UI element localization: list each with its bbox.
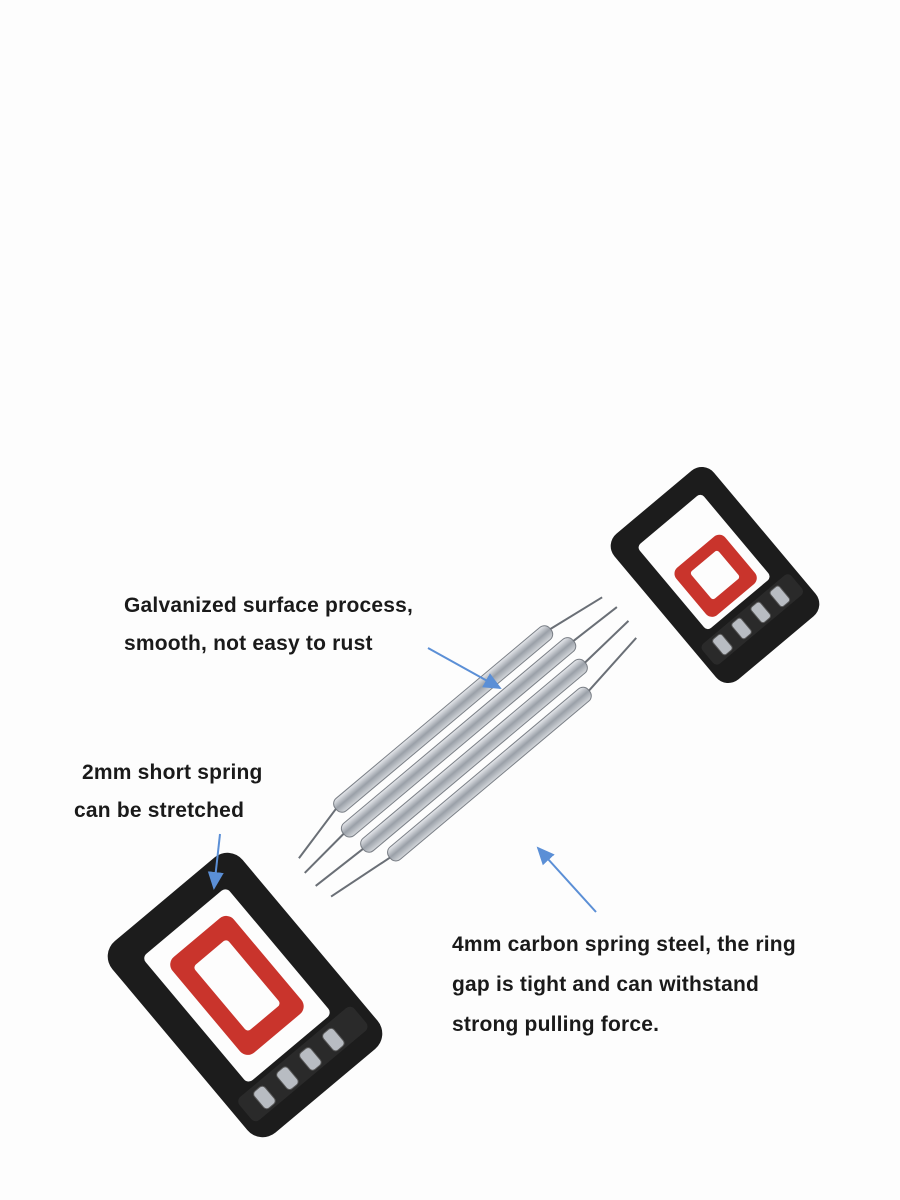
arrow-carbon-steel: [536, 846, 597, 913]
springs: [298, 596, 637, 898]
annotation-line: 2mm short spring: [82, 761, 263, 784]
annotation-galvanized: Galvanized surface process, smooth, not …: [124, 587, 413, 663]
annotation-short-spring: 2mm short spring can be stretched: [74, 754, 263, 830]
arrow-short-spring: [207, 833, 224, 890]
annotation-line: gap is tight and can withstand: [452, 973, 760, 996]
annotation-line: 4mm carbon spring steel, the ring: [452, 933, 796, 956]
annotation-line: smooth, not easy to rust: [124, 632, 373, 655]
arrow-galvanized: [427, 647, 502, 689]
annotation-line: can be stretched: [74, 799, 245, 822]
handle-top-right: [610, 466, 820, 684]
handle-bottom-left: [107, 852, 383, 1138]
annotation-line: Galvanized surface process,: [124, 594, 414, 617]
annotation-line: strong pulling force.: [452, 1013, 660, 1036]
annotation-carbon-steel: 4mm carbon spring steel, the ring gap is…: [452, 925, 796, 1045]
